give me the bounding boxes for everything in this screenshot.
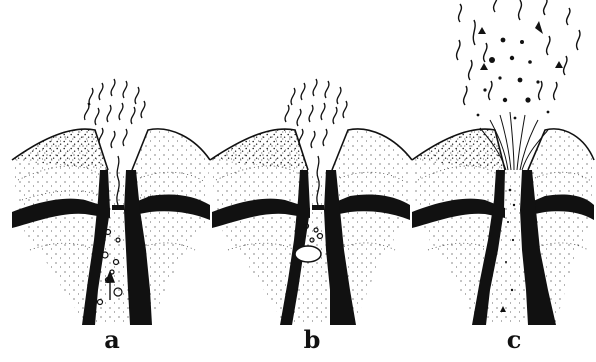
large-gas-bubble bbox=[295, 246, 321, 262]
panel-b bbox=[210, 79, 412, 325]
vent-plug bbox=[112, 205, 124, 210]
vent-plug bbox=[312, 205, 324, 210]
panel-label-c: c bbox=[494, 326, 534, 354]
volcanic-bombs bbox=[477, 21, 563, 119]
panel-label-b: b bbox=[292, 326, 332, 354]
panel-a bbox=[12, 79, 210, 325]
panel-c bbox=[412, 0, 594, 325]
panel-label-a: a bbox=[92, 326, 132, 354]
ash-plume bbox=[457, 0, 580, 105]
